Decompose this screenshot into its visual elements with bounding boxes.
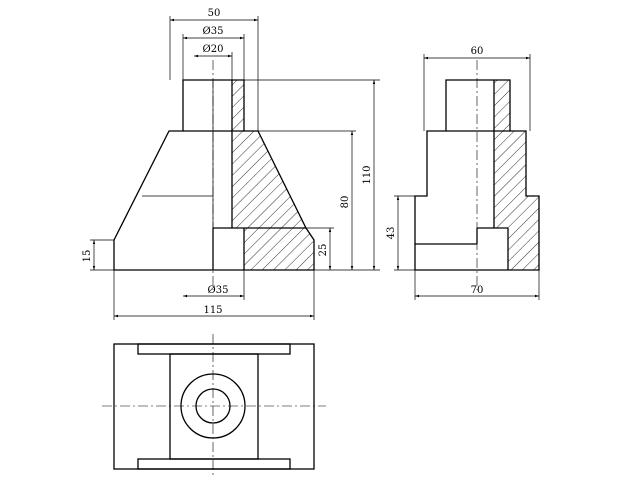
front-section-hatch-lower	[244, 228, 314, 270]
dim-bore-inner: Ø20	[203, 44, 224, 55]
dim-bore-outer: Ø35	[203, 26, 224, 37]
top-view	[102, 334, 326, 478]
top-outline	[113, 343, 315, 470]
dim-side-base-width: 70	[471, 285, 484, 296]
front-outline	[113, 79, 315, 271]
dim-base-height: 15	[82, 250, 93, 263]
side-outline	[414, 79, 540, 271]
dim-side-step-height: 43	[386, 227, 397, 240]
dim-base-bore: Ø35	[208, 285, 229, 296]
dim-side-top-width: 60	[471, 46, 484, 57]
top-boss	[169, 353, 259, 460]
dim-cone-height: 80	[340, 196, 351, 209]
dim-total-height: 110	[362, 165, 373, 184]
dim-step-height: 25	[318, 244, 329, 257]
side-view: 60 43 70	[386, 46, 540, 300]
front-view: 50 Ø35 Ø20 110 80 25 15 Ø35 115	[82, 8, 380, 320]
top-lower-rib	[137, 458, 291, 470]
top-upper-rib	[137, 343, 291, 355]
side-section-hatch	[494, 80, 539, 270]
dim-top-width: 50	[208, 8, 221, 19]
dim-overall-width: 115	[203, 305, 222, 316]
